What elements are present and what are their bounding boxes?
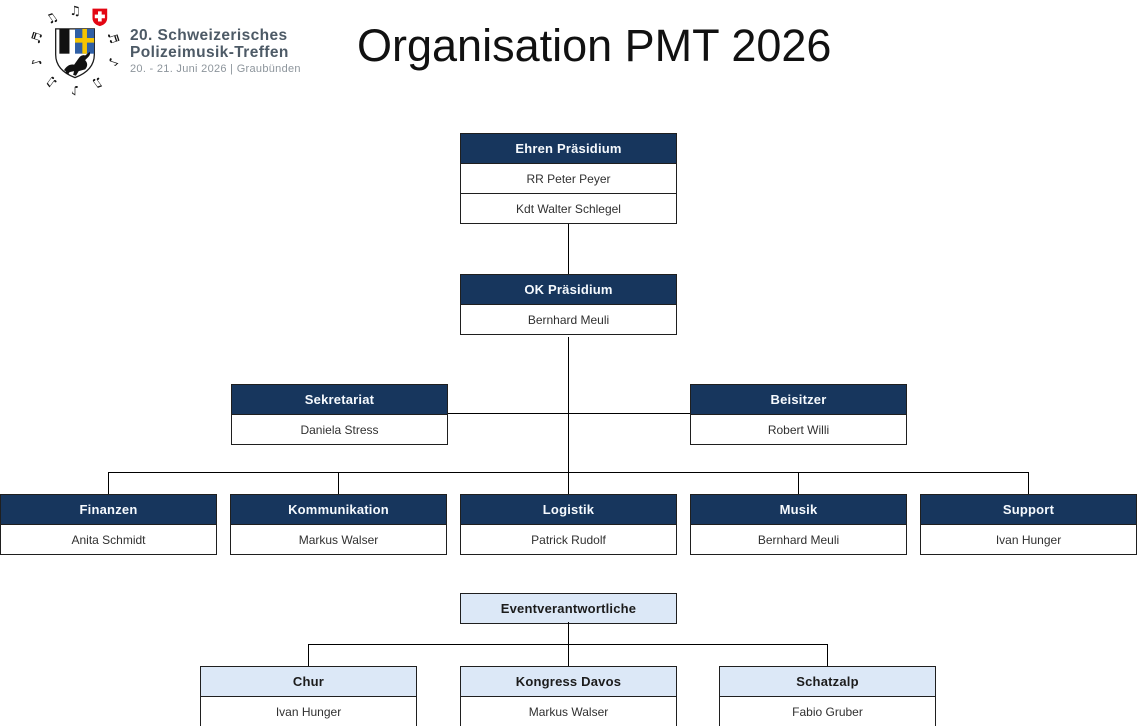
- box-header: Schatzalp: [720, 667, 935, 696]
- connector-line: [827, 644, 828, 666]
- svg-text:♫: ♫: [89, 73, 107, 92]
- box-header: Logistik: [461, 495, 676, 524]
- member-name: Markus Walser: [461, 696, 676, 726]
- org-box-musik: Musik Bernhard Meuli: [690, 494, 907, 555]
- box-header: Ehren Präsidium: [461, 134, 676, 163]
- svg-text:♬: ♬: [104, 30, 122, 46]
- svg-text:♫: ♫: [69, 4, 81, 19]
- box-header: Chur: [201, 667, 416, 696]
- member-name: Markus Walser: [231, 524, 446, 554]
- member-name: Bernhard Meuli: [691, 524, 906, 554]
- logo-text: 20. Schweizerisches Polizeimusik-Treffen…: [130, 27, 301, 75]
- connector-line: [108, 472, 1029, 473]
- box-header: Support: [921, 495, 1136, 524]
- box-header: Eventverantwortliche: [461, 594, 676, 623]
- member-name: Ivan Hunger: [921, 524, 1136, 554]
- box-header: Kommunikation: [231, 495, 446, 524]
- connector-line: [108, 472, 109, 494]
- logo-title-line1: 20. Schweizerisches: [130, 27, 288, 44]
- member-name: Patrick Rudolf: [461, 524, 676, 554]
- box-header: Finanzen: [1, 495, 216, 524]
- connector-line: [568, 644, 569, 666]
- swiss-cross-icon: [92, 8, 108, 27]
- page-title: Organisation PMT 2026: [357, 20, 832, 71]
- svg-text:♬: ♬: [29, 30, 47, 46]
- org-box-beisitzer: Beisitzer Robert Willi: [690, 384, 907, 445]
- connector-line: [448, 413, 690, 414]
- connector-line: [568, 224, 569, 274]
- member-name: Kdt Walter Schlegel: [461, 193, 676, 223]
- member-name: Robert Willi: [691, 414, 906, 444]
- org-box-ehren-praesidium: Ehren Präsidium RR Peter Peyer Kdt Walte…: [460, 133, 677, 224]
- member-name: Daniela Stress: [232, 414, 447, 444]
- connector-line: [338, 472, 339, 494]
- org-box-support: Support Ivan Hunger: [920, 494, 1137, 555]
- connector-line: [798, 472, 799, 494]
- svg-text:♫: ♫: [43, 9, 61, 28]
- org-box-chur: Chur Ivan Hunger: [200, 666, 417, 726]
- box-header: Sekretariat: [232, 385, 447, 414]
- member-name: Fabio Gruber: [720, 696, 935, 726]
- box-header: Kongress Davos: [461, 667, 676, 696]
- org-box-finanzen: Finanzen Anita Schmidt: [0, 494, 217, 555]
- box-header: Beisitzer: [691, 385, 906, 414]
- member-name: Ivan Hunger: [201, 696, 416, 726]
- logo-subtitle: 20. - 21. Juni 2026 | Graubünden: [130, 63, 301, 75]
- org-box-schatzalp: Schatzalp Fabio Gruber: [719, 666, 936, 726]
- org-box-kongress-davos: Kongress Davos Markus Walser: [460, 666, 677, 726]
- svg-text:♪: ♪: [71, 82, 79, 96]
- box-header: OK Präsidium: [461, 275, 676, 304]
- connector-line: [568, 622, 569, 644]
- org-box-logistik: Logistik Patrick Rudolf: [460, 494, 677, 555]
- svg-text:♫: ♫: [43, 73, 61, 92]
- org-box-sekretariat: Sekretariat Daniela Stress: [231, 384, 448, 445]
- connector-line: [308, 644, 309, 666]
- svg-text:♪: ♪: [29, 56, 46, 68]
- music-notes-ring-icon: ♫ ♪ ♬ ♪ ♫ ♪ ♫ ♪ ♬ ♫: [29, 4, 122, 96]
- graubuenden-arms-icon: [55, 28, 95, 79]
- member-name: RR Peter Peyer: [461, 163, 676, 193]
- logo-title-line2: Polizeimusik-Treffen: [130, 44, 289, 61]
- svg-text:♪: ♪: [104, 56, 121, 68]
- org-box-kommunikation: Kommunikation Markus Walser: [230, 494, 447, 555]
- music-notes-logo-icon: ♫ ♪ ♬ ♪ ♫ ♪ ♫ ♪ ♬ ♫: [29, 4, 122, 96]
- org-box-ok-praesidium: OK Präsidium Bernhard Meuli: [460, 274, 677, 335]
- box-header: Musik: [691, 495, 906, 524]
- member-name: Anita Schmidt: [1, 524, 216, 554]
- org-box-eventverantwortliche: Eventverantwortliche: [460, 593, 677, 624]
- connector-line: [568, 337, 569, 494]
- member-name: Bernhard Meuli: [461, 304, 676, 334]
- event-logo: ♫ ♪ ♬ ♪ ♫ ♪ ♫ ♪ ♬ ♫: [28, 2, 328, 96]
- connector-line: [1028, 472, 1029, 494]
